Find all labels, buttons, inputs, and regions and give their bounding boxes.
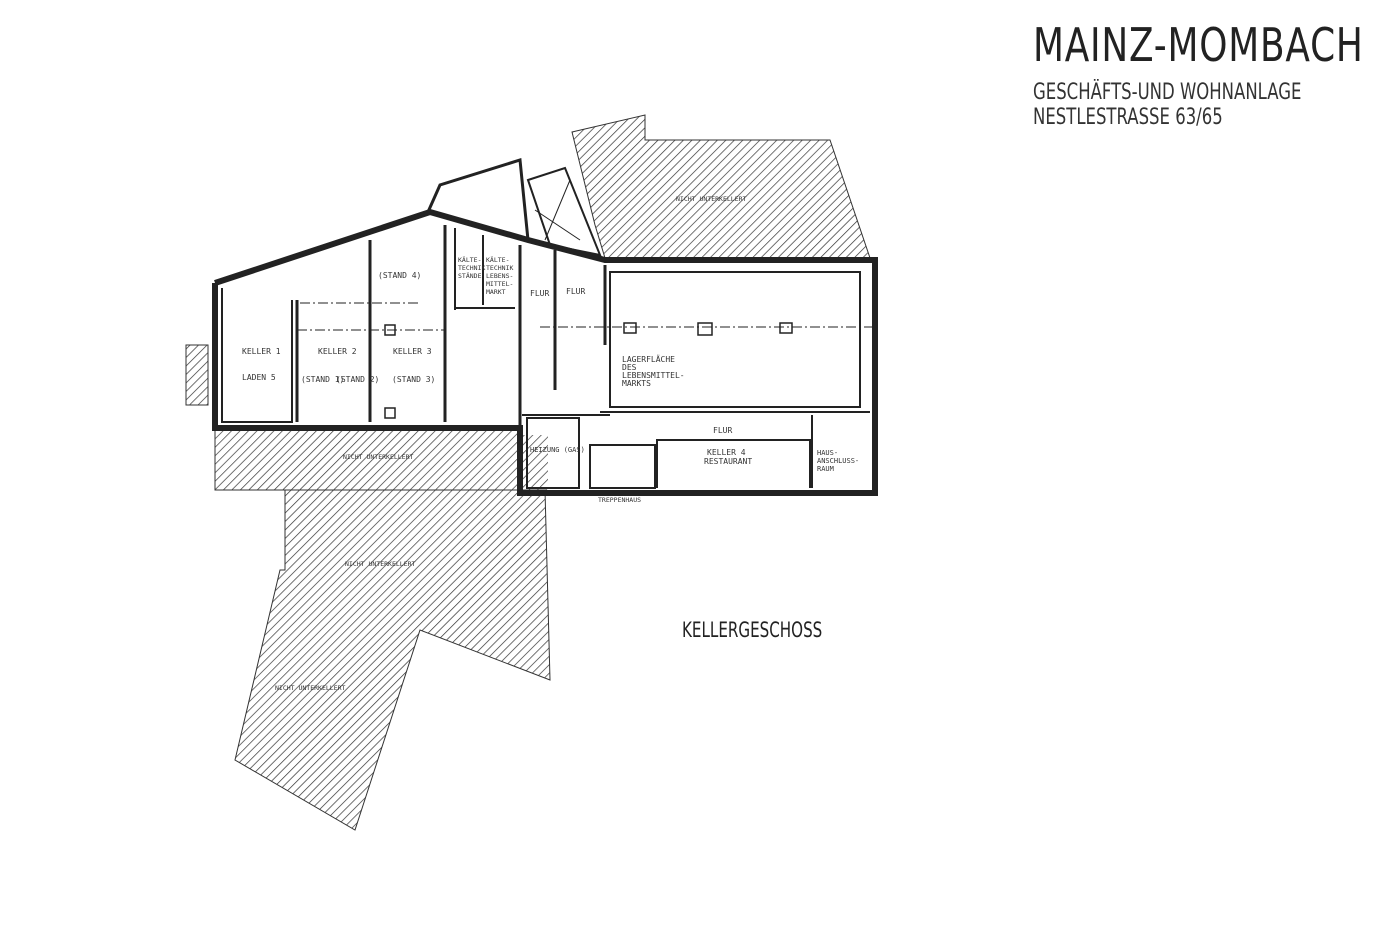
svg-text:MITTEL-: MITTEL- <box>486 280 513 288</box>
room-kaeltetechnik-staende: KÄLTE- TECHNIK STÄNDE <box>458 255 485 280</box>
grid-axis <box>297 302 875 331</box>
room-hausanschlussraum: HAUS- ANSCHLUSS- RAUM <box>817 449 859 473</box>
svg-text:LEBENSMITTEL-: LEBENSMITTEL- <box>622 371 685 380</box>
room-flur-2: FLUR <box>566 287 585 296</box>
unexcavated-label-north: NICHT UNTERKELLERT <box>676 195 747 203</box>
svg-text:TECHNIK: TECHNIK <box>486 264 513 272</box>
svg-text:MARKTS: MARKTS <box>622 379 651 388</box>
room-heizung: HEIZUNG (GAS) <box>530 446 585 454</box>
room-keller-4: KELLER 4 <box>707 448 746 457</box>
room-laden-5: LADEN 5 <box>242 373 276 382</box>
plan-subtitle: GESCHÄFTS-UND WOHNANLAGE <box>1033 80 1302 105</box>
walls <box>212 158 878 496</box>
room-keller-3: KELLER 3 <box>393 347 432 356</box>
svg-text:STÄNDE: STÄNDE <box>458 271 482 280</box>
unexcavated-label-strip: NICHT UNTERKELLERT <box>343 453 414 461</box>
room-keller-2: KELLER 2 <box>318 347 357 356</box>
svg-text:MARKT: MARKT <box>486 288 506 296</box>
svg-text:TECHNIK: TECHNIK <box>458 264 485 272</box>
unexcavated-area-strip <box>214 429 521 491</box>
svg-text:HAUS-: HAUS- <box>817 449 838 457</box>
unexcavated-area-west <box>185 344 209 406</box>
room-flur-1: FLUR <box>530 289 549 298</box>
room-kaeltetechnik-markt: KÄLTE- TECHNIK LEBENS- MITTEL- MARKT <box>486 255 513 296</box>
room-stand-4: (STAND 4) <box>378 271 421 280</box>
room-treppenhaus: TREPPENHAUS <box>598 496 641 504</box>
unexcavated-area-north <box>571 114 871 259</box>
room-flur-3: FLUR <box>713 426 732 435</box>
room-stand-1: (STAND 1) <box>301 375 344 384</box>
unexcavated-area-south <box>234 489 551 831</box>
svg-text:KÄLTE-: KÄLTE- <box>486 255 509 264</box>
svg-text:LAGERFLÄCHE: LAGERFLÄCHE <box>622 354 675 364</box>
svg-text:LEBENS-: LEBENS- <box>486 272 513 280</box>
svg-text:ANSCHLUSS-: ANSCHLUSS- <box>817 457 859 465</box>
floor-label: KELLERGESCHOSS <box>682 618 823 642</box>
svg-text:KÄLTE-: KÄLTE- <box>458 255 481 264</box>
room-restaurant: RESTAURANT <box>704 457 752 466</box>
svg-text:RAUM: RAUM <box>817 465 834 473</box>
room-stand-3: (STAND 3) <box>392 375 435 384</box>
room-stand-2: (STAND 2) <box>336 375 379 384</box>
unexcavated-area-east-edge <box>520 435 548 490</box>
plan-title: MAINZ-MOMBACH <box>1033 18 1364 72</box>
room-keller-1: KELLER 1 <box>242 347 281 356</box>
room-lagerflaeche: LAGERFLÄCHE DES LEBENSMITTEL- MARKTS <box>622 354 685 388</box>
unexcavated-label-southwest: NICHT UNTERKELLERT <box>275 684 346 692</box>
columns <box>384 322 793 419</box>
unexcavated-label-south: NICHT UNTERKELLERT <box>345 560 416 568</box>
plan-address: NESTLESTRASSE 63/65 <box>1033 105 1223 130</box>
svg-text:DES: DES <box>622 363 637 372</box>
